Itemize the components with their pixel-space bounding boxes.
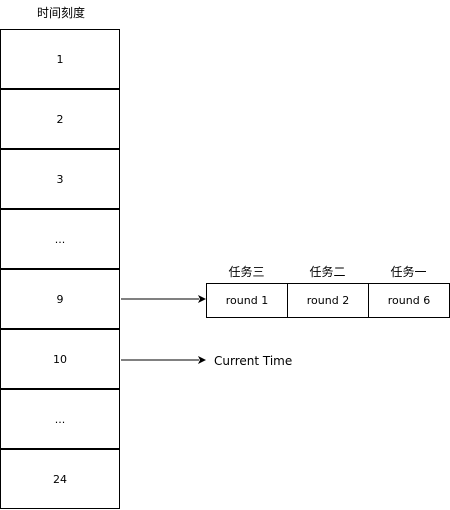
time-slot-3: 3 — [0, 149, 120, 209]
task-box-round-2: round 2 — [287, 283, 369, 318]
time-slot-ellipsis-upper: ... — [0, 209, 120, 269]
time-slot-9: 9 — [0, 269, 120, 329]
arrow-slot9-to-tasks — [121, 295, 206, 303]
task-queue: round 1 round 2 round 6 — [206, 283, 450, 318]
task-box-round-1: round 1 — [206, 283, 288, 318]
task-label-1: 任务一 — [390, 265, 427, 279]
time-slot-column: 1 2 3 ... 9 10 ... 24 — [0, 29, 122, 510]
time-slot-24: 24 — [0, 449, 120, 509]
arrow-slot10-to-current-time — [121, 356, 206, 364]
task-label-2: 任务二 — [309, 265, 346, 279]
task-box-round-6: round 6 — [368, 283, 450, 318]
current-time-label: Current Time — [214, 354, 293, 368]
time-slot-10: 10 — [0, 329, 120, 389]
task-label-3: 任务三 — [228, 265, 265, 279]
time-slot-ellipsis-lower: ... — [0, 389, 120, 449]
diagram-title: 时间刻度 — [36, 6, 85, 20]
task-label-row: 任务三 任务二 任务一 — [206, 262, 450, 282]
time-slot-2: 2 — [0, 89, 120, 149]
time-slot-1: 1 — [0, 29, 120, 89]
